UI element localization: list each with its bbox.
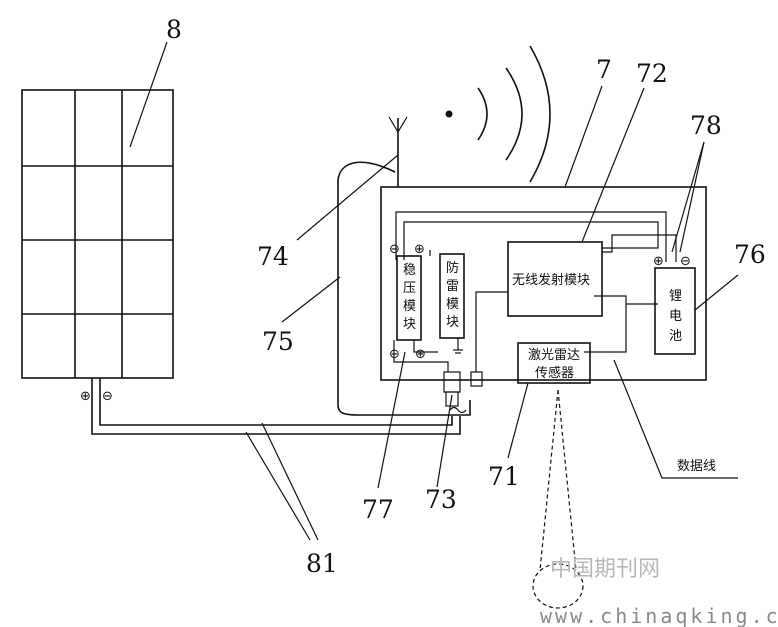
lidar-sensor: 激光雷达 传感器 71 [488,342,591,491]
battery-char-3: 池 [669,329,682,344]
terminals-ref: 78 [690,111,722,140]
battery-char-2: 电 [669,309,682,324]
stabilizer-char-4: 块 [403,317,416,332]
wireless-module-label: 无线发射模块 [512,272,590,288]
panel-minus-terminal: ⊖ [102,389,113,404]
panel-plus-terminal: ⊕ [80,389,91,404]
surge-char-4: 块 [446,315,459,330]
laser-beam [532,389,584,609]
watermark-cn: 中国期刊网 [550,557,660,582]
cable-loop: 75 [262,161,471,416]
lidar-ref: 71 [488,462,520,491]
lidar-label-line1: 激光雷达 [528,348,580,363]
data-line: 数据线 [613,359,738,479]
surge-ref: 73 [425,485,457,514]
lidar-label-line2: 传感器 [535,365,574,381]
stabilizer-module: ⊖ ⊕ 稳 压 模 块 ⊖ ⊕ 77 [362,242,426,524]
antenna-ref: 74 [257,242,289,271]
antenna: 74 [257,116,408,271]
watermark-url: www.chinaqking.com [540,604,778,627]
wireless-module: 无线发射模块 72 [507,59,668,317]
stabilizer-char-1: 稳 [403,262,416,278]
stabilizer-plus-terminal: ⊕ [414,242,425,257]
power-wires: ⊕ ⊖ 81 [80,378,461,578]
battery-plus-terminal: ⊕ [653,254,664,269]
cable-ref: 75 [262,327,294,356]
surge-protection-module: 防 雷 模 块 73 [425,253,483,514]
stabilizer-char-3: 模 [403,299,416,314]
enclosure-ref: 7 [596,55,612,84]
stabilizer-ref: 77 [362,495,394,524]
solar-panel-ref: 8 [166,15,182,44]
stabilizer-minus-terminal-2: ⊖ [389,347,400,362]
surge-char-1: 防 [446,260,459,276]
surge-char-2: 雷 [446,279,459,294]
surge-char-3: 模 [446,297,459,312]
wireless-module-ref: 72 [636,59,668,88]
data-line-label: 数据线 [677,459,716,474]
battery-char-1: 锂 [669,289,682,304]
solar-panel: 8 [21,15,182,379]
enclosure: 7 [380,55,707,381]
watermark: 中国期刊网 www.chinaqking.com [540,557,778,627]
battery: 锂 电 池 76 [654,240,766,355]
stabilizer-minus-terminal: ⊖ [389,242,400,257]
battery-ref: 76 [734,240,766,269]
battery-terminals: ⊕ ⊖ 78 [653,111,722,269]
wireless-signal-icon [445,45,551,183]
battery-minus-terminal: ⊖ [680,254,691,269]
stabilizer-char-2: 压 [403,281,416,296]
internal-wiring [393,211,677,372]
wires-ref: 81 [306,549,338,578]
stabilizer-plus-terminal-2: ⊕ [415,347,426,362]
